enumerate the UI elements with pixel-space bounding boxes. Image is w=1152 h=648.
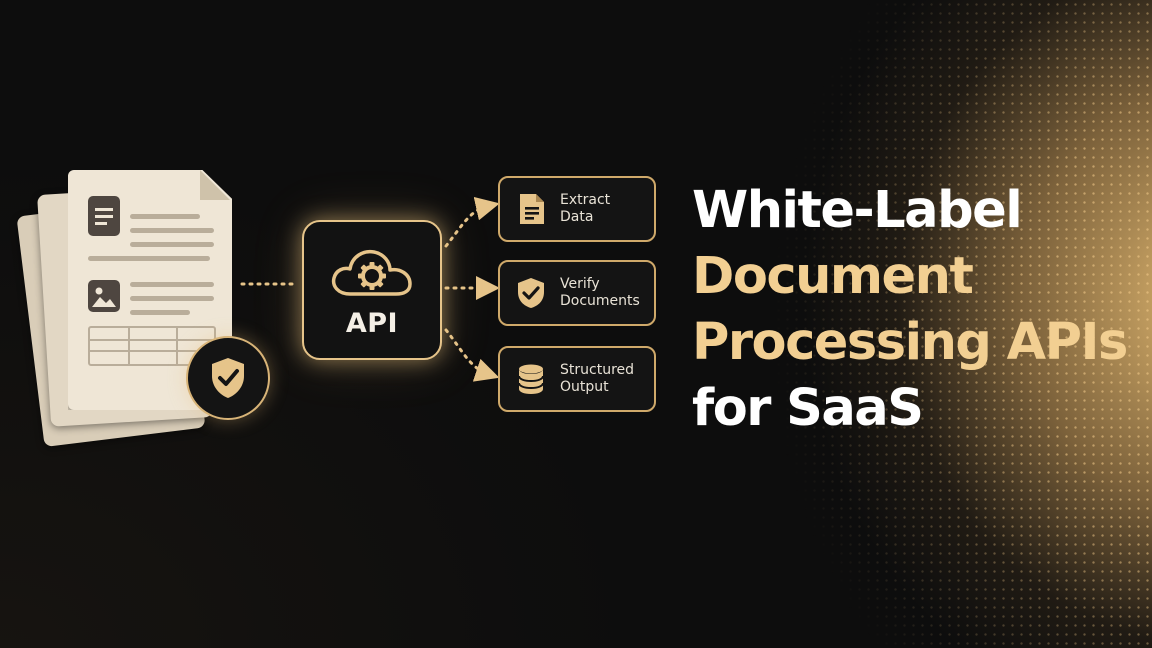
image-icon	[88, 280, 120, 312]
file-icon	[88, 196, 120, 236]
output-label-line1: Extract	[560, 192, 611, 208]
text-line	[130, 296, 214, 301]
cloud-gear-icon	[331, 249, 412, 296]
output-label-line1: Structured	[560, 362, 635, 378]
text-line	[130, 282, 214, 287]
text-line	[88, 256, 210, 261]
headline-line-4: for SaaS	[692, 379, 924, 438]
text-line	[130, 310, 190, 315]
output-label-line1: Verify	[560, 276, 600, 292]
output-label-line2: Output	[560, 379, 609, 395]
document-icon	[520, 194, 544, 224]
headline-line-2: Document	[692, 247, 974, 306]
security-badge	[186, 336, 270, 420]
api-label: API	[345, 308, 399, 339]
headline-line-1: White-Label	[692, 181, 1023, 240]
database-icon	[518, 364, 544, 394]
output-card-structured-output: Structured Output	[498, 346, 656, 412]
shield-check-icon	[212, 358, 244, 398]
shield-check-icon	[518, 278, 544, 308]
output-card-extract-data: Extract Data	[498, 176, 656, 242]
output-card-verify-documents: Verify Documents	[498, 260, 656, 326]
headline-line-3: Processing APIs	[692, 313, 1128, 372]
page-fold	[200, 170, 230, 200]
text-line	[130, 242, 214, 247]
output-label-line2: Documents	[560, 293, 640, 309]
output-label-line2: Data	[560, 209, 594, 225]
headline: White-Label Document Processing APIs for…	[692, 178, 1128, 442]
text-line	[130, 214, 200, 219]
api-node: API	[302, 220, 442, 360]
text-line	[130, 228, 214, 233]
